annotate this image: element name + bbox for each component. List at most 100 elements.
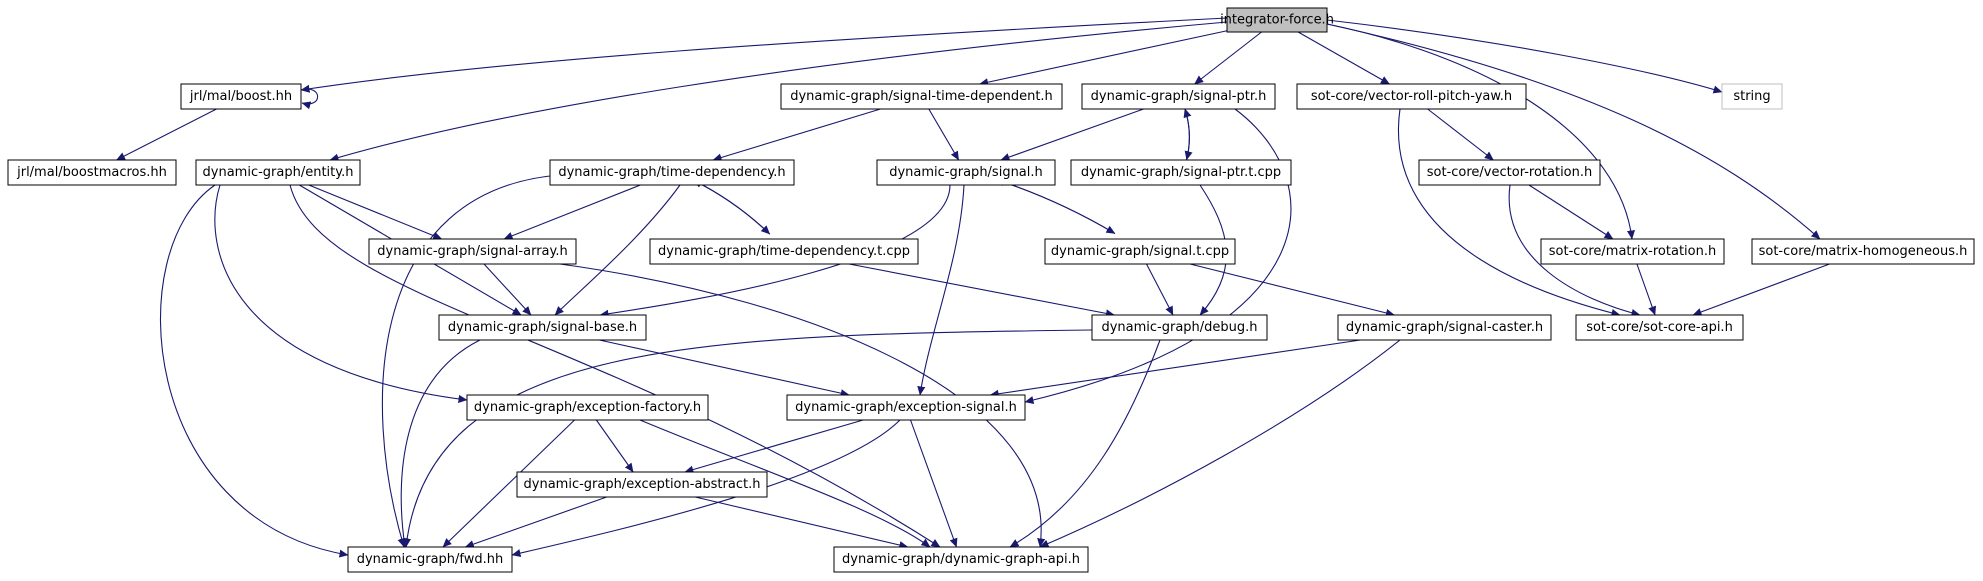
node-label: jrl/mal/boost.hh <box>189 89 292 104</box>
edge-exception-factory-to-exception-abstract <box>595 419 634 473</box>
node-label: dynamic-graph/signal.h <box>889 165 1043 180</box>
node-string[interactable]: string <box>1721 83 1783 110</box>
edge-signal-array-to-dg-api <box>559 263 1046 548</box>
node-time-dependency[interactable]: dynamic-graph/time-dependency.h <box>549 159 795 186</box>
node-signal-base[interactable]: dynamic-graph/signal-base.h <box>438 314 647 341</box>
edge-signal-to-exception-signal <box>917 184 965 396</box>
node-matrix-rotation[interactable]: sot-core/matrix-rotation.h <box>1540 238 1725 265</box>
node-signal-time-dependent[interactable]: dynamic-graph/signal-time-dependent.h <box>780 83 1063 110</box>
node-signal[interactable]: dynamic-graph/signal.h <box>876 159 1056 186</box>
node-box <box>1091 314 1268 341</box>
node-box <box>1296 83 1527 110</box>
edge-debug-to-fwd <box>402 329 1093 548</box>
node-box <box>368 238 577 265</box>
node-box <box>1575 314 1744 341</box>
node-matrix-homogeneous[interactable]: sot-core/matrix-homogeneous.h <box>1751 238 1975 265</box>
node-debug[interactable]: dynamic-graph/debug.h <box>1091 314 1268 341</box>
node-signal-ptr[interactable]: dynamic-graph/signal-ptr.h <box>1081 83 1276 110</box>
node-label: sot-core/sot-core-api.h <box>1586 320 1733 335</box>
edge-signal-ptr-to-exception-signal <box>1024 108 1292 404</box>
node-vector-rpy[interactable]: sot-core/vector-roll-pitch-yaw.h <box>1296 83 1527 110</box>
node-signal-array[interactable]: dynamic-graph/signal-array.h <box>368 238 577 265</box>
edge-layer <box>116 17 1830 558</box>
edge-integrator-force-to-matrix-homogeneous <box>1326 23 1821 240</box>
node-layer: integrator-force.h jrl/mal/boost.hh jrl/ma… <box>7 7 1975 573</box>
node-label: dynamic-graph/signal-ptr.t.cpp <box>1081 165 1281 180</box>
edge-jrl-boost-to-jrl-boost <box>300 88 319 110</box>
edge-integrator-force-to-vector-rpy <box>1297 31 1390 85</box>
node-time-dependency-t[interactable]: dynamic-graph/time-dependency.t.cpp <box>649 238 919 265</box>
edge-entity-to-signal-array <box>308 184 443 240</box>
node-jrl-boost[interactable]: jrl/mal/boost.hh <box>180 83 302 110</box>
node-label: dynamic-graph/time-dependency.h <box>558 165 785 180</box>
node-entity[interactable]: dynamic-graph/entity.h <box>195 159 361 186</box>
node-label: dynamic-graph/exception-factory.h <box>474 400 701 415</box>
edge-time-dependency-t-to-time-dependency <box>692 179 771 235</box>
node-label: sot-core/matrix-rotation.h <box>1549 244 1716 259</box>
edge-entity-to-fwd <box>159 184 349 558</box>
edge-time-dependency-to-signal-array <box>503 184 641 240</box>
edge-time-dependency-t-to-debug <box>848 263 1115 318</box>
node-label: dynamic-graph/fwd.hh <box>357 552 504 567</box>
node-label: dynamic-graph/signal-caster.h <box>1346 320 1543 335</box>
node-box <box>649 238 919 265</box>
edge-signal-time-dependent-to-signal <box>928 108 960 161</box>
node-box <box>786 394 1026 421</box>
node-box <box>1337 314 1552 341</box>
node-jrl-boostmacros[interactable]: jrl/mal/boostmacros.hh <box>7 159 177 186</box>
edge-integrator-force-to-matrix-rotation <box>1326 23 1635 240</box>
node-signal-t[interactable]: dynamic-graph/signal.t.cpp <box>1044 238 1236 265</box>
node-label: sot-core/vector-roll-pitch-yaw.h <box>1311 89 1512 104</box>
edge-signal-t-to-signal <box>995 178 1116 235</box>
node-box <box>438 314 647 341</box>
node-box <box>7 159 177 186</box>
node-label: dynamic-graph/signal-array.h <box>377 244 567 259</box>
node-label: integrator-force.h <box>1220 13 1334 28</box>
node-label: dynamic-graph/signal-time-dependent.h <box>790 89 1053 104</box>
edge-integrator-force-to-entity <box>329 21 1228 162</box>
edge-signal-array-to-signal-base <box>483 263 532 316</box>
node-box <box>876 159 1056 186</box>
edge-exception-signal-to-dg-api <box>910 419 958 548</box>
node-signal-caster[interactable]: dynamic-graph/signal-caster.h <box>1337 314 1552 341</box>
edge-signal-base-to-fwd <box>399 339 481 548</box>
edge-integrator-force-to-string <box>1326 19 1723 94</box>
node-box <box>1418 159 1601 186</box>
node-integrator-force[interactable]: integrator-force.h <box>1220 7 1334 33</box>
node-box <box>780 83 1063 110</box>
node-box <box>347 546 513 573</box>
node-box <box>180 83 302 110</box>
edge-integrator-force-to-signal-time-dependent <box>979 30 1228 87</box>
node-exception-signal[interactable]: dynamic-graph/exception-signal.h <box>786 394 1026 421</box>
node-label: dynamic-graph/entity.h <box>203 165 354 180</box>
node-exception-factory[interactable]: dynamic-graph/exception-factory.h <box>466 394 709 421</box>
node-sot-core-api[interactable]: sot-core/sot-core-api.h <box>1575 314 1744 341</box>
edge-signal-ptr-t-to-signal-ptr <box>1183 108 1192 160</box>
edge-signal-t-to-debug <box>1146 263 1174 316</box>
node-box <box>549 159 795 186</box>
edge-vector-rpy-to-vector-rotation <box>1427 108 1494 161</box>
edge-exception-signal-to-exception-abstract <box>684 419 864 474</box>
node-vector-rotation[interactable]: sot-core/vector-rotation.h <box>1418 159 1601 186</box>
node-label: dynamic-graph/time-dependency.t.cpp <box>658 244 910 259</box>
node-label: dynamic-graph/signal.t.cpp <box>1051 244 1229 259</box>
edge-vector-rotation-to-matrix-rotation <box>1528 184 1614 240</box>
node-signal-ptr-t[interactable]: dynamic-graph/signal-ptr.t.cpp <box>1070 159 1292 186</box>
edge-signal-ptr-to-signal <box>1000 108 1144 161</box>
edge-matrix-rotation-to-sot-core-api <box>1636 263 1657 316</box>
edge-exception-factory-to-dg-api <box>639 419 931 548</box>
edge-time-dependency-to-time-dependency-t <box>692 179 771 235</box>
edge-time-dependency-to-fwd <box>381 174 561 548</box>
node-label: dynamic-graph/debug.h <box>1101 320 1257 335</box>
edge-signal-base-to-exception-signal <box>599 339 850 398</box>
edge-vector-rotation-to-sot-core-api <box>1508 184 1641 317</box>
node-dg-api[interactable]: dynamic-graph/dynamic-graph-api.h <box>833 546 1089 573</box>
node-box <box>466 394 709 421</box>
edge-signal-to-signal-t <box>995 179 1116 235</box>
edge-exception-factory-to-fwd <box>442 419 575 548</box>
node-exception-abstract[interactable]: dynamic-graph/exception-abstract.h <box>516 471 768 498</box>
node-box <box>833 546 1089 573</box>
edge-exception-abstract-to-dg-api <box>695 496 909 549</box>
node-fwd[interactable]: dynamic-graph/fwd.hh <box>347 546 513 573</box>
edge-debug-to-dg-api <box>1009 339 1161 548</box>
